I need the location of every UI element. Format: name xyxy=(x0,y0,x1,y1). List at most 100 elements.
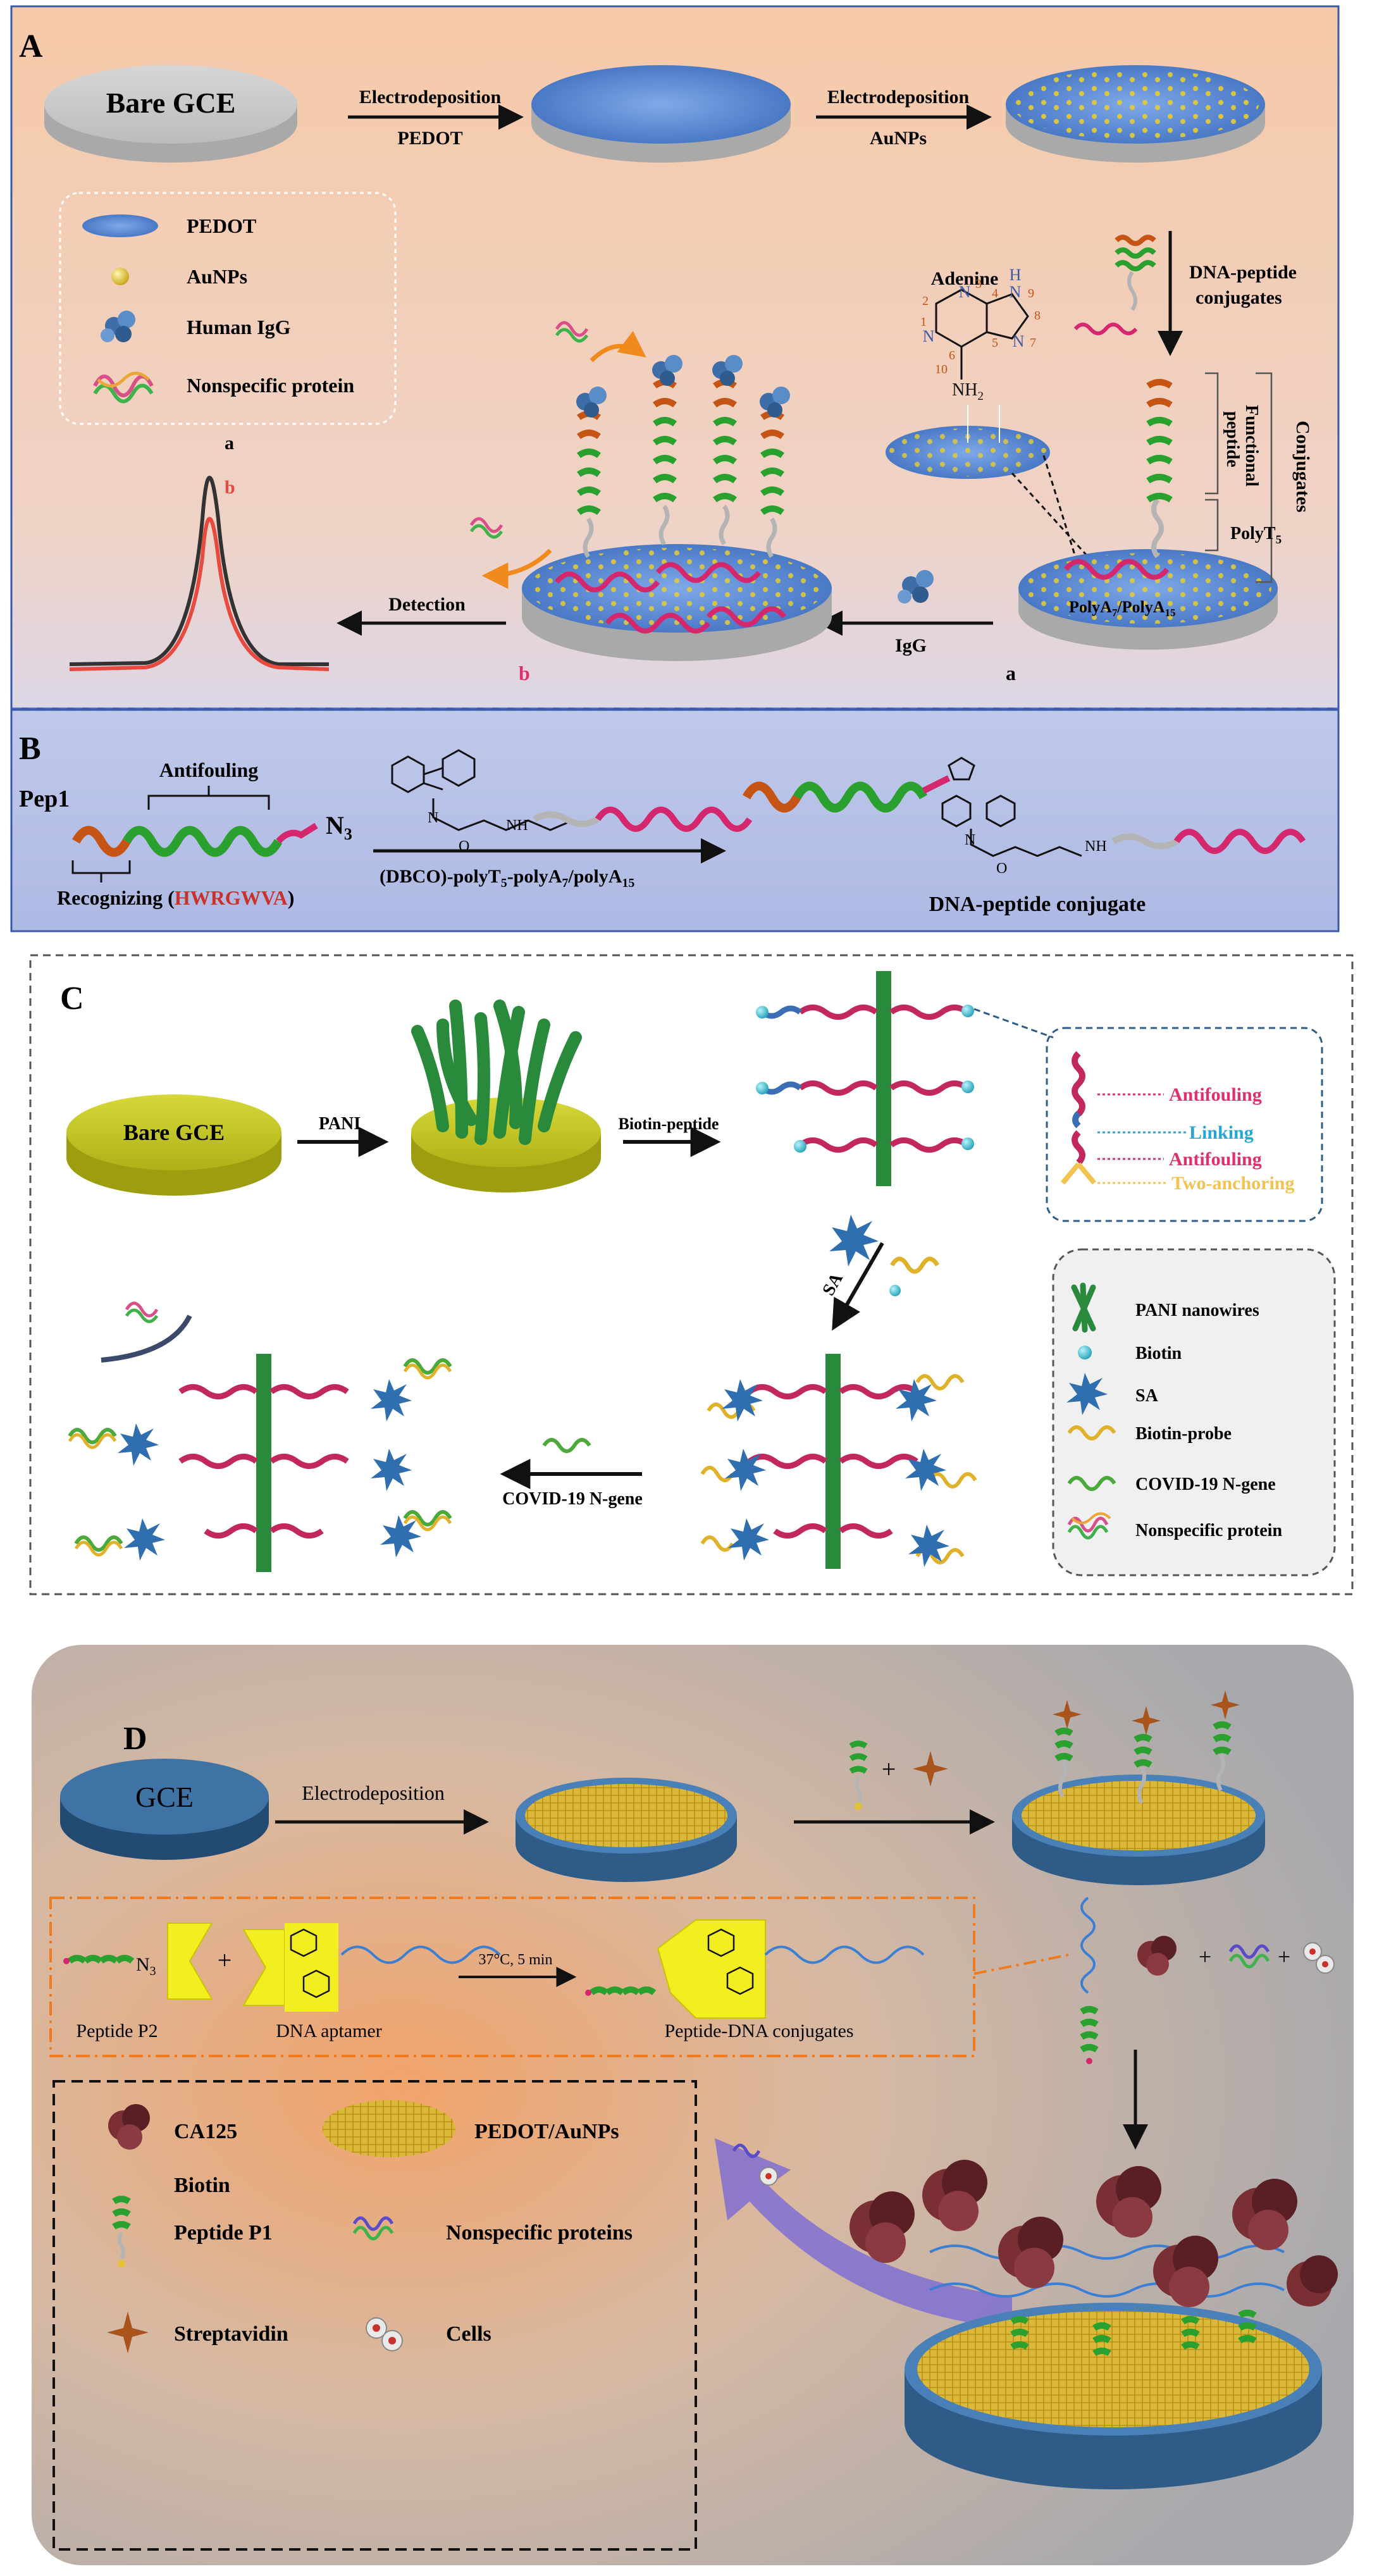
electrode-a xyxy=(1018,379,1278,650)
conjugate-brackets xyxy=(1205,372,1273,583)
bound-igg-molecules xyxy=(576,355,790,418)
antifouling-label: Antifouling xyxy=(159,759,258,781)
adenine-num-8: 8 xyxy=(1034,309,1041,323)
peptide-callout: Antifouling Linking Antifouling Two-anch… xyxy=(1046,1027,1323,1222)
cells-step-icon xyxy=(1303,1942,1335,1974)
electrodeposition-d-label: Electrodeposition xyxy=(302,1781,445,1804)
peptide-p1-icon xyxy=(112,2196,131,2267)
nanowire-peptides xyxy=(756,971,974,1186)
repelled-items-d xyxy=(732,2143,778,2186)
ngene-icon xyxy=(1067,1476,1116,1491)
biotin-probe-icon xyxy=(1067,1425,1116,1440)
dbco-structure xyxy=(391,749,573,831)
panel-a: A Bare GCE Electrodeposition PEDOT Elect… xyxy=(10,5,1340,710)
callout-item-2: Antifouling xyxy=(1169,1149,1262,1170)
legend-c-item-5: Nonspecific protein xyxy=(1135,1521,1282,1540)
final-sensor-electrode xyxy=(850,2160,1338,2489)
repelled-protein-c xyxy=(101,1301,192,1363)
n3-label: N3 xyxy=(326,811,352,843)
step1-top-label: Electrodeposition xyxy=(359,87,502,108)
curve-a-label: a xyxy=(225,433,234,454)
pep1-label: Pep1 xyxy=(19,786,70,812)
sa-step-star xyxy=(829,1215,879,1266)
ca125-step-icons xyxy=(1137,1936,1177,1976)
pedot-aunp-d-electrode xyxy=(516,1778,737,1882)
adenine-num-3: 3 xyxy=(975,277,982,291)
n3-d-label: N3 xyxy=(136,1954,156,1978)
peptide-p1-step xyxy=(849,1740,868,1810)
label-b-electrode: b xyxy=(519,662,530,684)
adenine-num-6: 6 xyxy=(949,349,955,362)
conj-step-line1: DNA-peptide xyxy=(1189,262,1297,283)
bare-gce-label: Bare GCE xyxy=(106,87,236,119)
streptavidin-icon xyxy=(107,2312,149,2353)
step2-bottom-label: AuNPs xyxy=(870,128,927,149)
functional-peptide-line2: peptide xyxy=(1223,411,1242,468)
panel-a-letter: A xyxy=(19,28,43,65)
igg-icon xyxy=(101,311,135,342)
legend-a-item-0: PEDOT xyxy=(187,214,256,237)
ca125-icon xyxy=(108,2104,150,2150)
conjugation-box: N3 + 37°C, 5 min Peptide P2 DNA aptamer xyxy=(49,1897,975,2057)
conjugates-label: Conjugates xyxy=(1292,421,1313,512)
legend-d-item-4: Nonspecific proteins xyxy=(446,2221,633,2245)
panel-b: B Pep1 Antifouling N3 Recognizing (HWRGW… xyxy=(10,709,1340,932)
legend-d-item-0: CA125 xyxy=(174,2120,237,2143)
temp-label: 37°C, 5 min xyxy=(479,1952,553,1968)
bare-gce-yellow: Bare GCE xyxy=(66,1094,281,1196)
adenine-num-4: 4 xyxy=(992,287,998,300)
dbco-aptamer xyxy=(242,1923,501,2012)
sa-step-probe xyxy=(889,1256,940,1274)
adenine-num-7: 7 xyxy=(1030,336,1036,350)
conjugate-product-d xyxy=(657,1919,925,2019)
legend-c-item-1: Biotin xyxy=(1135,1344,1182,1363)
adenine-h9: H xyxy=(1010,266,1022,284)
legend-d-item-3: Peptide P1 xyxy=(174,2221,273,2245)
pani-label: PANI xyxy=(319,1114,361,1134)
protein-icon-c xyxy=(1067,1512,1111,1540)
repelled-proteins xyxy=(469,321,646,589)
pani-electrode xyxy=(411,1000,601,1192)
product-label: DNA-peptide conjugate xyxy=(929,893,1146,916)
pedot-aunp-electrode xyxy=(1006,65,1265,163)
legend-a-item-3: Nonspecific protein xyxy=(187,374,354,397)
biotin-icon xyxy=(1078,1346,1092,1359)
label-a-electrode: a xyxy=(1006,662,1016,684)
captured-conjugates xyxy=(577,379,784,558)
adenine-n1: N xyxy=(923,327,935,345)
callout-item-1: Linking xyxy=(1189,1122,1254,1143)
panel-d-legend: CA125 PEDOT/AuNPs Biotin Peptide P1 Nons… xyxy=(53,2080,697,2551)
callout-item-0: Antifouling xyxy=(1169,1084,1262,1105)
igg-step-label: IgG xyxy=(895,635,927,656)
callout-item-3: Two-anchoring xyxy=(1171,1173,1294,1194)
conjugate-callout-line xyxy=(973,1954,1070,1975)
nanowire-sa-bound xyxy=(700,1354,977,1569)
plus-d-1: + xyxy=(882,1755,896,1783)
pep1-helix xyxy=(71,822,318,857)
protein-icon-d xyxy=(352,2216,394,2241)
pedot-aunp-icon xyxy=(323,2100,455,2157)
panel-d: D GCE Electrodeposition + xyxy=(32,1645,1354,2565)
cells-icon xyxy=(366,2317,403,2351)
legend-c-item-4: COVID-19 N-gene xyxy=(1135,1475,1276,1494)
pedot-icon xyxy=(82,214,158,237)
polya-label: PolyA7/PolyA15 xyxy=(1069,598,1176,619)
adenine-num-1: 1 xyxy=(920,315,927,329)
reagent-dna xyxy=(533,807,753,832)
gce-navy-electrode: GCE xyxy=(60,1759,269,1860)
bare-gce-c-label: Bare GCE xyxy=(123,1120,225,1145)
protein-icon xyxy=(93,371,154,404)
legend-d-item-2: Biotin xyxy=(174,2174,230,2197)
p1-assembled-electrode xyxy=(1012,1690,1265,1885)
conj-step-line2: conjugates xyxy=(1196,287,1282,308)
gce-label: GCE xyxy=(135,1781,194,1813)
polyt-label: PolyT5 xyxy=(1230,524,1282,547)
legend-c-item-3: Biotin-probe xyxy=(1135,1424,1232,1444)
adenine-n9: N xyxy=(1010,283,1022,301)
product-n-atom: N xyxy=(965,832,975,848)
panel-c-letter: C xyxy=(60,981,84,1017)
pani-icon xyxy=(1071,1282,1096,1333)
igg-step-icon xyxy=(898,570,934,604)
legend-c-item-2: SA xyxy=(1135,1386,1159,1406)
